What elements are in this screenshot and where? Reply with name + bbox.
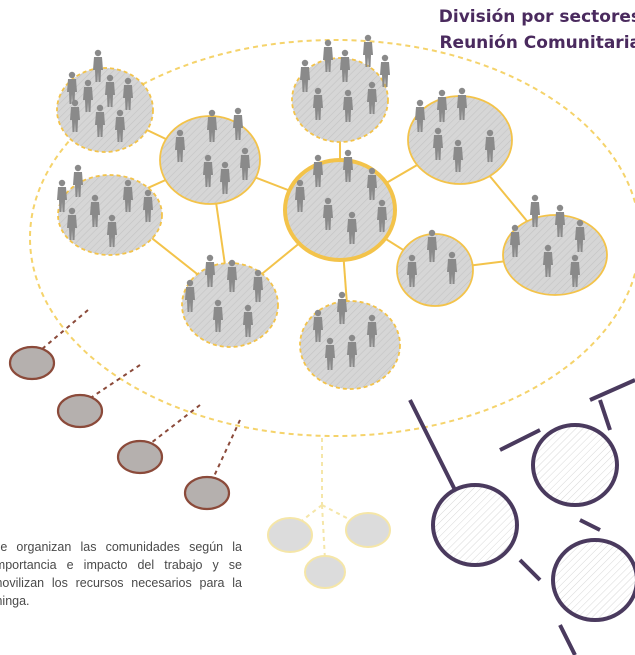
faint-nodes bbox=[267, 512, 391, 589]
network-node-top bbox=[531, 423, 619, 507]
sector-left bbox=[57, 174, 163, 256]
small-node-3 bbox=[116, 439, 164, 475]
sector-top-middle bbox=[291, 57, 389, 143]
caption-text: Se organizan las comunidades según la im… bbox=[0, 540, 242, 608]
network-node-left bbox=[431, 483, 519, 567]
small-node-4 bbox=[183, 475, 231, 511]
title-block: División por sectores Reunión Comunitari… bbox=[439, 4, 635, 56]
small-node-1 bbox=[8, 345, 56, 381]
sector-right bbox=[502, 214, 608, 296]
external-network bbox=[408, 378, 635, 655]
faint-node-2 bbox=[345, 512, 391, 548]
faint-node-3 bbox=[304, 555, 346, 589]
small-node-2 bbox=[56, 393, 104, 429]
small-node-connectors bbox=[34, 309, 241, 486]
network-node-bottom bbox=[551, 538, 635, 622]
small-nodes bbox=[8, 345, 231, 511]
title-line-1: División por sectores bbox=[438, 7, 635, 27]
faint-node-1 bbox=[267, 517, 313, 553]
title-line-2: Reunión Comunitaria bbox=[439, 33, 635, 53]
community-outline bbox=[29, 39, 635, 437]
